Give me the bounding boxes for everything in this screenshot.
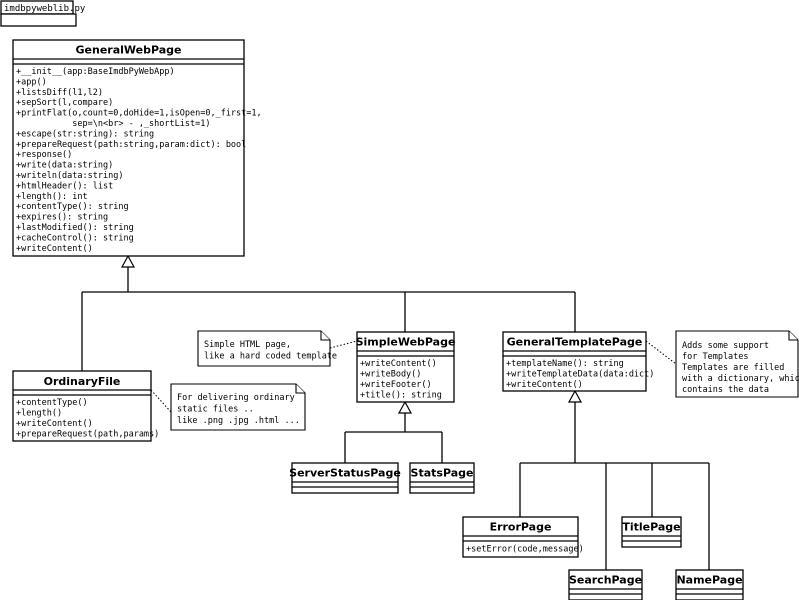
note-line: static files .. bbox=[177, 405, 254, 415]
method: +app() bbox=[16, 77, 47, 87]
method: +prepareRequest(path,params) bbox=[16, 430, 159, 440]
method: +cacheControl(): string bbox=[16, 233, 134, 243]
class-name: GeneralWebPage bbox=[76, 44, 182, 57]
method: +writeContent() bbox=[506, 380, 583, 390]
package-tab: imdbpyweblib.py bbox=[0, 0, 86, 27]
note-line: with a dictionary, which bbox=[682, 374, 799, 384]
class-name: TitlePage bbox=[622, 521, 680, 534]
method: +contentType(): string bbox=[16, 202, 129, 212]
note-line: Templates are filled bbox=[682, 363, 784, 373]
method: +writeTemplateData(data:dict) bbox=[506, 370, 654, 380]
method: +prepareRequest(path:string,param:dict):… bbox=[16, 140, 246, 150]
class-name: StatsPage bbox=[411, 467, 474, 480]
class-namepage[interactable]: NamePage bbox=[675, 569, 744, 600]
class-name: SimpleWebPage bbox=[356, 336, 456, 349]
method: +writeBody() bbox=[360, 370, 421, 380]
note-line: like a hard coded template bbox=[204, 352, 337, 362]
class-name: GeneralTemplatePage bbox=[507, 336, 643, 349]
class-searchpage[interactable]: SearchPage bbox=[568, 569, 643, 600]
method: +contentType() bbox=[16, 398, 88, 408]
method-continued: sep=\n<br> - ,_shortList=1) bbox=[16, 119, 210, 129]
note-anchor-line bbox=[329, 340, 358, 349]
inheritance-arrowhead bbox=[397, 400, 413, 414]
method: +escape(str:string): string bbox=[16, 129, 154, 139]
method: +printFlat(o,count=0,doHide=1,isOpen=0,_… bbox=[16, 109, 262, 119]
inheritance-arrowhead bbox=[567, 389, 583, 403]
method: +length(): int bbox=[16, 192, 88, 202]
package-label: imdbpyweblib.py bbox=[4, 4, 86, 14]
method: +listsDiff(l1,l2) bbox=[16, 88, 103, 98]
note-line: for Templates bbox=[682, 352, 749, 362]
class-name: ServerStatusPage bbox=[289, 467, 401, 480]
note-simplewebpage: Simple HTML page, like a hard coded temp… bbox=[197, 330, 337, 367]
method: +lastModified(): string bbox=[16, 223, 134, 233]
method: +writeFooter() bbox=[360, 380, 432, 390]
note-line: Simple HTML page, bbox=[204, 340, 291, 350]
class-errorpage[interactable]: ErrorPage +setError(code,message) bbox=[462, 516, 584, 558]
class-statspage[interactable]: StatsPage bbox=[409, 462, 475, 494]
class-titlepage[interactable]: TitlePage bbox=[621, 516, 682, 548]
note-line: Adds some support bbox=[682, 341, 769, 351]
method: +length() bbox=[16, 409, 62, 419]
note-ordinaryfile: For delivering ordinary static files .. … bbox=[170, 383, 306, 431]
method: +writeContent() bbox=[16, 419, 93, 429]
class-ordinaryfile[interactable]: OrdinaryFile +contentType() +length() +w… bbox=[12, 370, 159, 442]
class-generaltemplatepage[interactable]: GeneralTemplatePage +templateName(): str… bbox=[502, 331, 654, 392]
class-name: NamePage bbox=[676, 574, 742, 587]
class-name: ErrorPage bbox=[490, 521, 552, 534]
method: +__init__(app:BaseImdbPyWebApp) bbox=[16, 67, 175, 77]
method: +expires(): string bbox=[16, 213, 108, 223]
method: +writeln(data:string) bbox=[16, 171, 123, 181]
inheritance-arrowhead bbox=[120, 254, 136, 268]
method: +templateName(): string bbox=[506, 359, 624, 369]
note-generaltemplatepage: Adds some support for Templates Template… bbox=[675, 330, 799, 398]
note-anchor-line bbox=[645, 340, 677, 365]
generalization-edges bbox=[81, 254, 710, 570]
method: +writeContent() bbox=[360, 359, 437, 369]
class-generalwebpage[interactable]: GeneralWebPage +__init__(app:BaseImdbPyW… bbox=[12, 39, 262, 257]
class-name: OrdinaryFile bbox=[44, 375, 121, 388]
method: +title(): string bbox=[360, 391, 442, 401]
note-anchor-line bbox=[150, 389, 172, 413]
method: +response() bbox=[16, 150, 72, 160]
method: +write(data:string) bbox=[16, 161, 113, 171]
note-line: contains the data bbox=[682, 385, 769, 395]
method: +htmlHeader(): list bbox=[16, 181, 113, 191]
method: +writeContent() bbox=[16, 244, 93, 254]
method: +sepSort(l,compare) bbox=[16, 98, 113, 108]
method: +setError(code,message) bbox=[466, 545, 584, 555]
note-line: For delivering ordinary bbox=[177, 393, 295, 403]
class-simplewebpage[interactable]: SimpleWebPage +writeContent() +writeBody… bbox=[356, 331, 456, 403]
class-serverstatuspage[interactable]: ServerStatusPage bbox=[289, 462, 401, 494]
class-name: SearchPage bbox=[569, 574, 642, 587]
note-line: like .png .jpg .html ... bbox=[177, 416, 300, 426]
note-links bbox=[150, 340, 677, 413]
